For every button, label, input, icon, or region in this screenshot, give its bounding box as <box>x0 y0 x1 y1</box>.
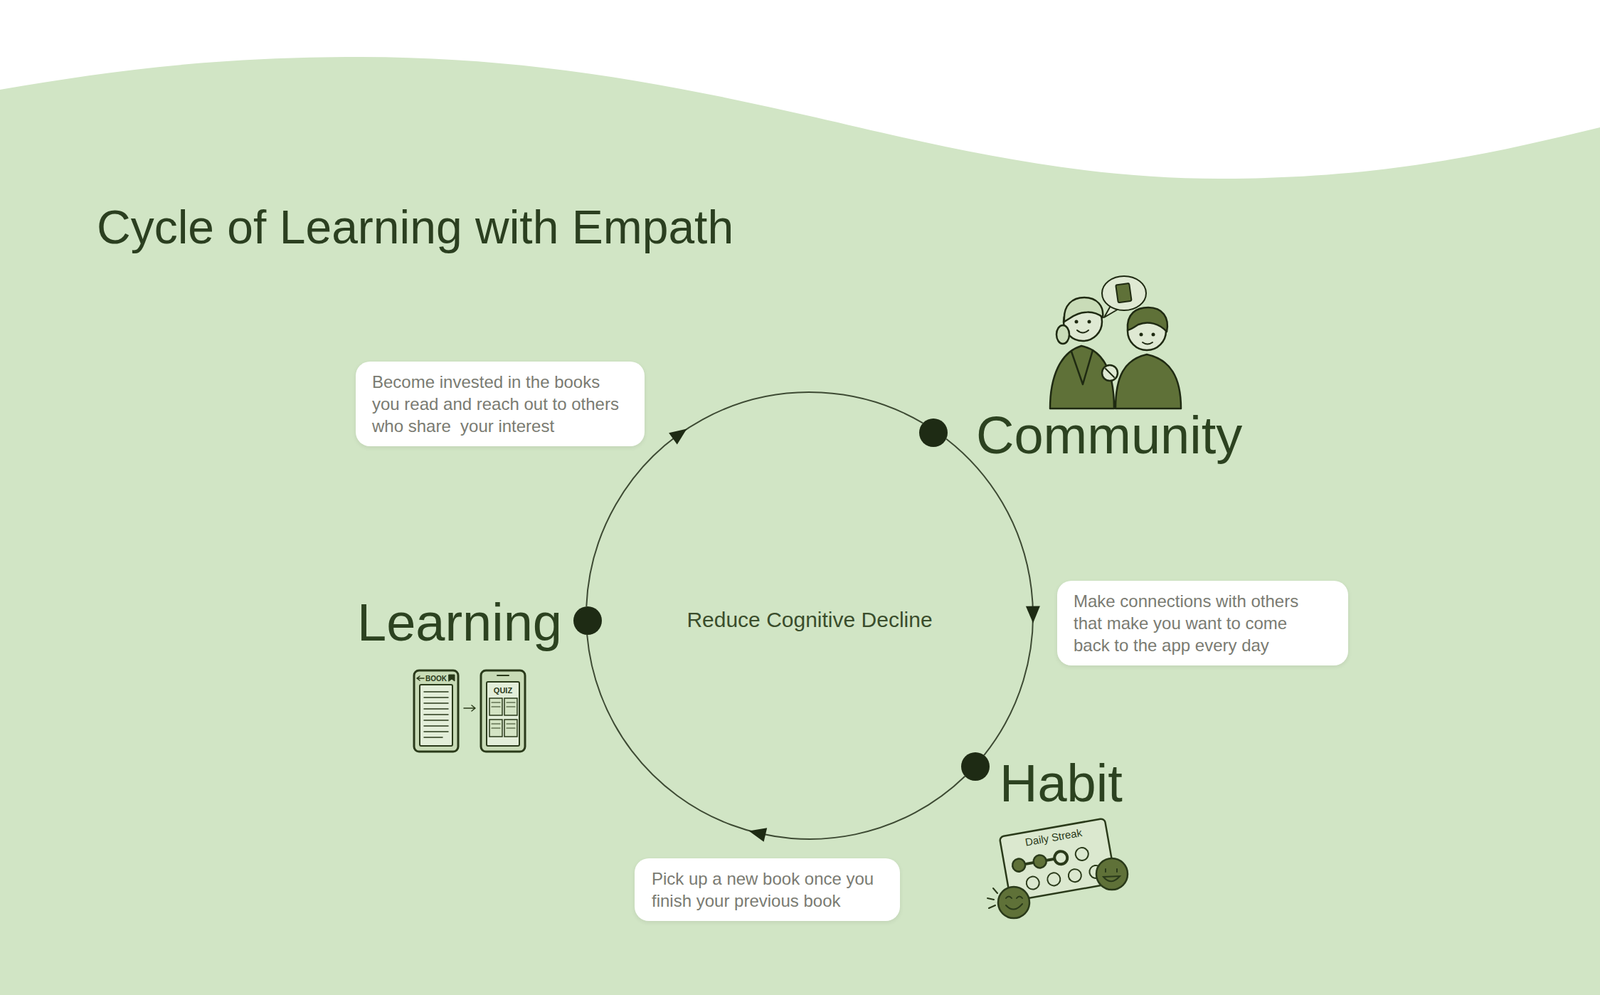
arrow-head <box>1025 606 1041 624</box>
label-wrap: QUIZ <box>493 685 513 695</box>
illustration-text: QUIZ <box>493 685 513 695</box>
cycle-node: Community <box>919 418 948 447</box>
callout-text: Pick up a new book once you finish your … <box>651 867 894 912</box>
heading-wrap: Community <box>976 409 1243 462</box>
node-heading: Community <box>976 409 1243 462</box>
diagram-title: Cycle of Learning with Empath <box>96 201 734 254</box>
heading-wrap: Learning <box>357 596 563 649</box>
title-wrap: Cycle of Learning with Empath <box>96 201 734 254</box>
community-illustration <box>1050 276 1181 409</box>
callout-box: Pick up a new book once you finish your … <box>634 857 900 921</box>
callout-box: Make connections with others that make y… <box>1057 580 1349 666</box>
label-wrap: Daily Streak <box>1024 826 1083 849</box>
habit-illustration <box>987 818 1128 918</box>
label-wrap: BOOK <box>425 674 447 683</box>
center-label: Reduce Cognitive Decline <box>686 607 932 632</box>
node-heading: Learning <box>357 596 563 649</box>
cycle-node: Learning <box>573 606 602 635</box>
cycle-node: Habit <box>961 751 990 781</box>
learning-illustration <box>414 670 526 752</box>
arc-line <box>586 634 965 839</box>
arrow-head <box>749 827 768 841</box>
white-wave <box>0 0 1600 179</box>
arrow-head <box>668 428 687 444</box>
callout-text: Become invested in the books you read an… <box>372 370 624 437</box>
label-wrap: Reduce Cognitive Decline <box>686 607 932 632</box>
illustration-text: BOOK <box>425 674 447 683</box>
arc-line <box>946 438 1033 755</box>
illustration-text: Daily Streak <box>1024 826 1083 849</box>
cycle-arc <box>586 634 965 842</box>
heading-wrap: Habit <box>999 756 1123 810</box>
cycle-arc <box>946 438 1041 755</box>
callout-text: Make connections with others that make y… <box>1073 589 1316 656</box>
node-heading: Habit <box>999 756 1123 810</box>
callout-box: Become invested in the books you read an… <box>355 361 645 447</box>
